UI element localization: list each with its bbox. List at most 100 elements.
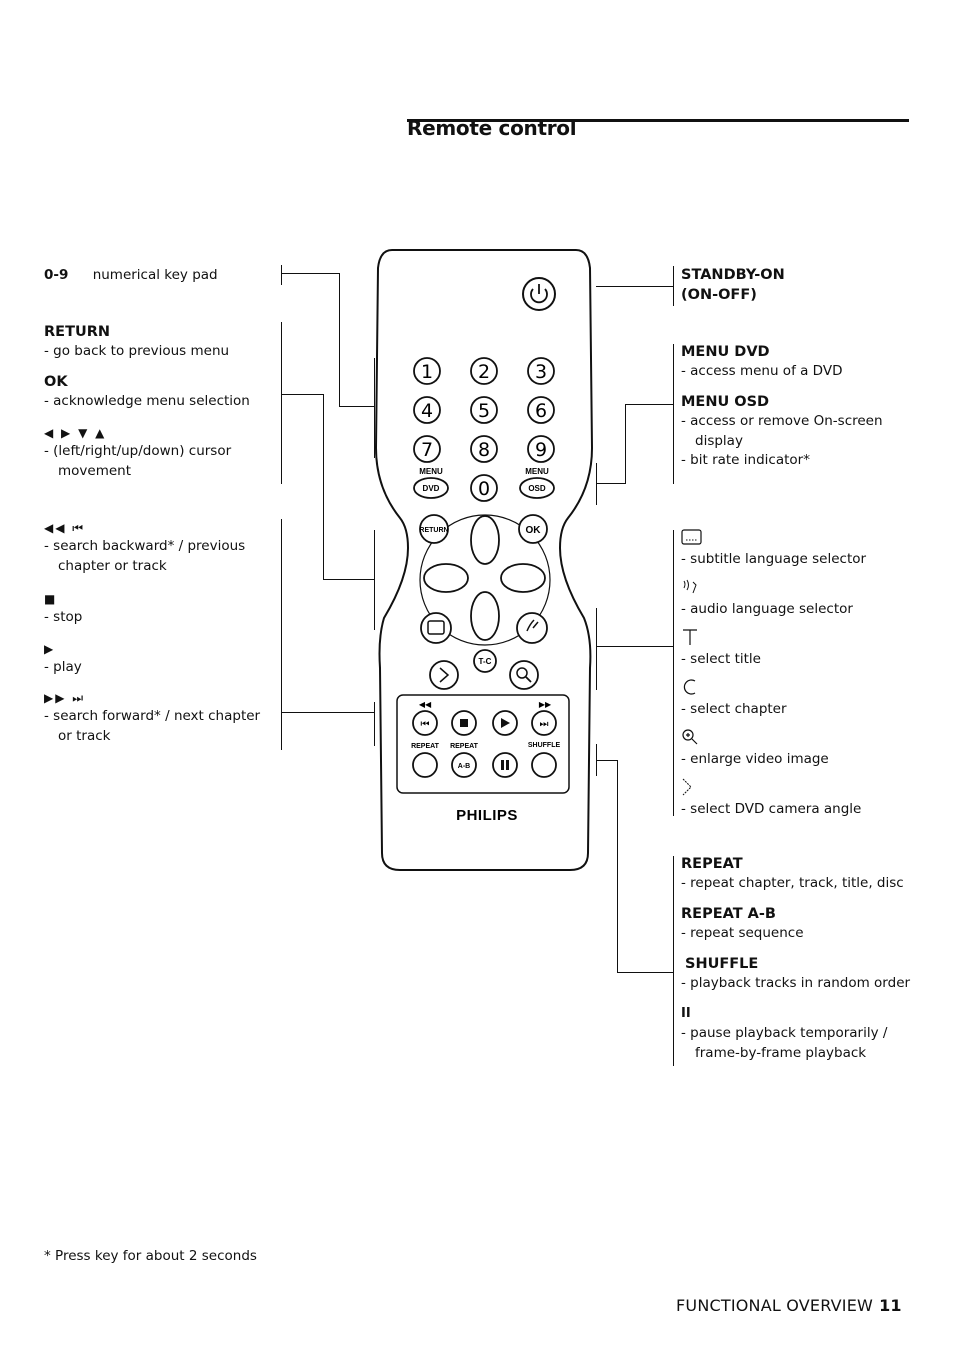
next-icon: ⏭ [540, 719, 549, 730]
stop-icon [460, 719, 468, 727]
menu-osd-desc1: - access or remove On-screen display [681, 413, 883, 449]
menu-osd-desc2: - bit rate indicator* [681, 452, 810, 468]
angle-button[interactable] [429, 660, 459, 690]
stop-button[interactable] [451, 710, 477, 736]
subtitle-button[interactable] [420, 612, 452, 644]
shuffle-entry: SHUFFLE - playback tracks in random orde… [681, 954, 921, 994]
play-entry: ▶ - play [44, 640, 269, 678]
dvd-menu-button[interactable]: DVD [413, 477, 449, 499]
digit-button-4[interactable]: 4 [413, 396, 441, 424]
rewind-indicator-icon: ◀◀ [419, 700, 432, 709]
angle-desc: - select DVD camera angle [681, 801, 862, 817]
repeat-entry: REPEAT - repeat chapter, track, title, d… [681, 854, 921, 894]
shuffle-desc: - playback tracks in random order [681, 975, 911, 991]
digit-label: 7 [421, 439, 433, 461]
repeat-ab-title: REPEAT A-B [681, 906, 776, 922]
title-rule [407, 119, 909, 122]
chapter-desc: - select chapter [681, 701, 787, 717]
tc-button[interactable]: T-C [473, 649, 497, 673]
zoom-icon [516, 667, 528, 679]
left-button[interactable] [423, 563, 469, 593]
standby-entry: STANDBY-ON (ON-OFF) [681, 265, 785, 305]
play-desc: - play [44, 659, 82, 675]
return-title: RETURN [44, 324, 111, 340]
audio-icon [526, 619, 539, 632]
pause-button[interactable] [492, 752, 518, 778]
digit-button-8[interactable]: 8 [470, 435, 498, 463]
title-entry: - select title [681, 628, 911, 670]
forward-indicator-icon: ▶▶ [539, 700, 552, 709]
remote-control-illustration: 1 2 3 4 5 6 7 8 9 0 MENU MENU DVD OSD RETURN OK T… [374, 249, 594, 871]
menu-osd-entry: MENU OSD - access or remove On-screen di… [681, 392, 901, 471]
play-symbol: ▶ [44, 642, 56, 656]
repeat-ab-desc: - repeat sequence [681, 925, 804, 941]
digit-button-5[interactable]: 5 [470, 396, 498, 424]
standby-sub: (ON-OFF) [681, 287, 757, 303]
digit-label: 0 [478, 478, 490, 500]
digit-label: 6 [535, 400, 547, 422]
digit-label: 9 [535, 439, 547, 461]
chapter-icon [683, 679, 696, 695]
digit-button-3[interactable]: 3 [527, 357, 555, 385]
shuffle-label: SHUFFLE [528, 742, 561, 749]
angle-icon [439, 667, 450, 683]
stop-symbol: ■ [44, 592, 58, 606]
digit-label: 5 [478, 400, 490, 422]
audio-entry: - audio language selector [681, 578, 911, 620]
down-button[interactable] [470, 591, 500, 641]
tc-label: T-C [479, 657, 492, 666]
page-number: 11 [879, 1296, 902, 1315]
shuffle-button[interactable] [531, 752, 557, 778]
fwd-entry: ▶▶ ⏭ - search forward* / next chapter or… [44, 689, 272, 746]
digit-button-1[interactable]: 1 [413, 357, 441, 385]
keypad-entry: 0-9 numerical key pad [44, 266, 218, 286]
play-icon [501, 718, 510, 728]
digit-button-6[interactable]: 6 [527, 396, 555, 424]
return-button[interactable]: RETURN [419, 514, 449, 544]
power-button[interactable] [522, 277, 556, 311]
osd-menu-button[interactable]: OSD [519, 477, 555, 499]
right-button[interactable] [500, 563, 546, 593]
play-button[interactable] [492, 710, 518, 736]
ab-label: A-B [458, 763, 470, 770]
footnote: * Press key for about 2 seconds [44, 1248, 257, 1264]
angle-entry: - select DVD camera angle [681, 778, 911, 820]
digit-button-2[interactable]: 2 [470, 357, 498, 385]
next-button[interactable]: ⏭ [531, 710, 557, 736]
digit-button-7[interactable]: 7 [413, 435, 441, 463]
menu-label-left: MENU [419, 467, 443, 476]
digit-button-0[interactable]: 0 [470, 474, 498, 502]
stop-entry: ■ - stop [44, 590, 269, 628]
menu-label-right: MENU [525, 467, 549, 476]
ok-desc: - acknowledge menu selection [44, 393, 250, 409]
ok-label: OK [526, 525, 542, 536]
repeat-title: REPEAT [681, 856, 743, 872]
menu-dvd-desc: - access menu of a DVD [681, 363, 843, 379]
ok-title: OK [44, 374, 68, 390]
keypad-key: 0-9 [44, 267, 69, 283]
up-button[interactable] [470, 515, 500, 565]
brand-logo: PHILIPS [456, 807, 518, 824]
digit-label: 4 [421, 400, 433, 422]
digit-label: 2 [478, 361, 490, 383]
audio-button[interactable] [516, 612, 548, 644]
power-icon [530, 288, 548, 304]
subtitle-icon [681, 529, 702, 545]
pause-icon [501, 760, 504, 770]
transport-panel [396, 694, 570, 794]
repeat-button[interactable] [412, 752, 438, 778]
prev-button[interactable]: ⏮ [412, 710, 438, 736]
ok-button[interactable]: OK [518, 514, 548, 544]
zoom-button[interactable] [509, 660, 539, 690]
return-desc: - go back to previous menu [44, 343, 230, 359]
prev-icon: ⏮ [421, 719, 430, 730]
back-entry: ◀◀ ⏮ - search backward* / previous chapt… [44, 519, 269, 576]
dvd-label: DVD [423, 484, 440, 493]
digit-button-9[interactable]: 9 [527, 435, 555, 463]
return-label: RETURN [419, 527, 448, 534]
zoom-desc: - enlarge video image [681, 751, 829, 767]
repeat-ab-button[interactable]: A-B [451, 752, 477, 778]
shuffle-title: SHUFFLE [685, 956, 759, 972]
nav-ring [419, 514, 551, 646]
page-title: Remote control [407, 116, 577, 140]
